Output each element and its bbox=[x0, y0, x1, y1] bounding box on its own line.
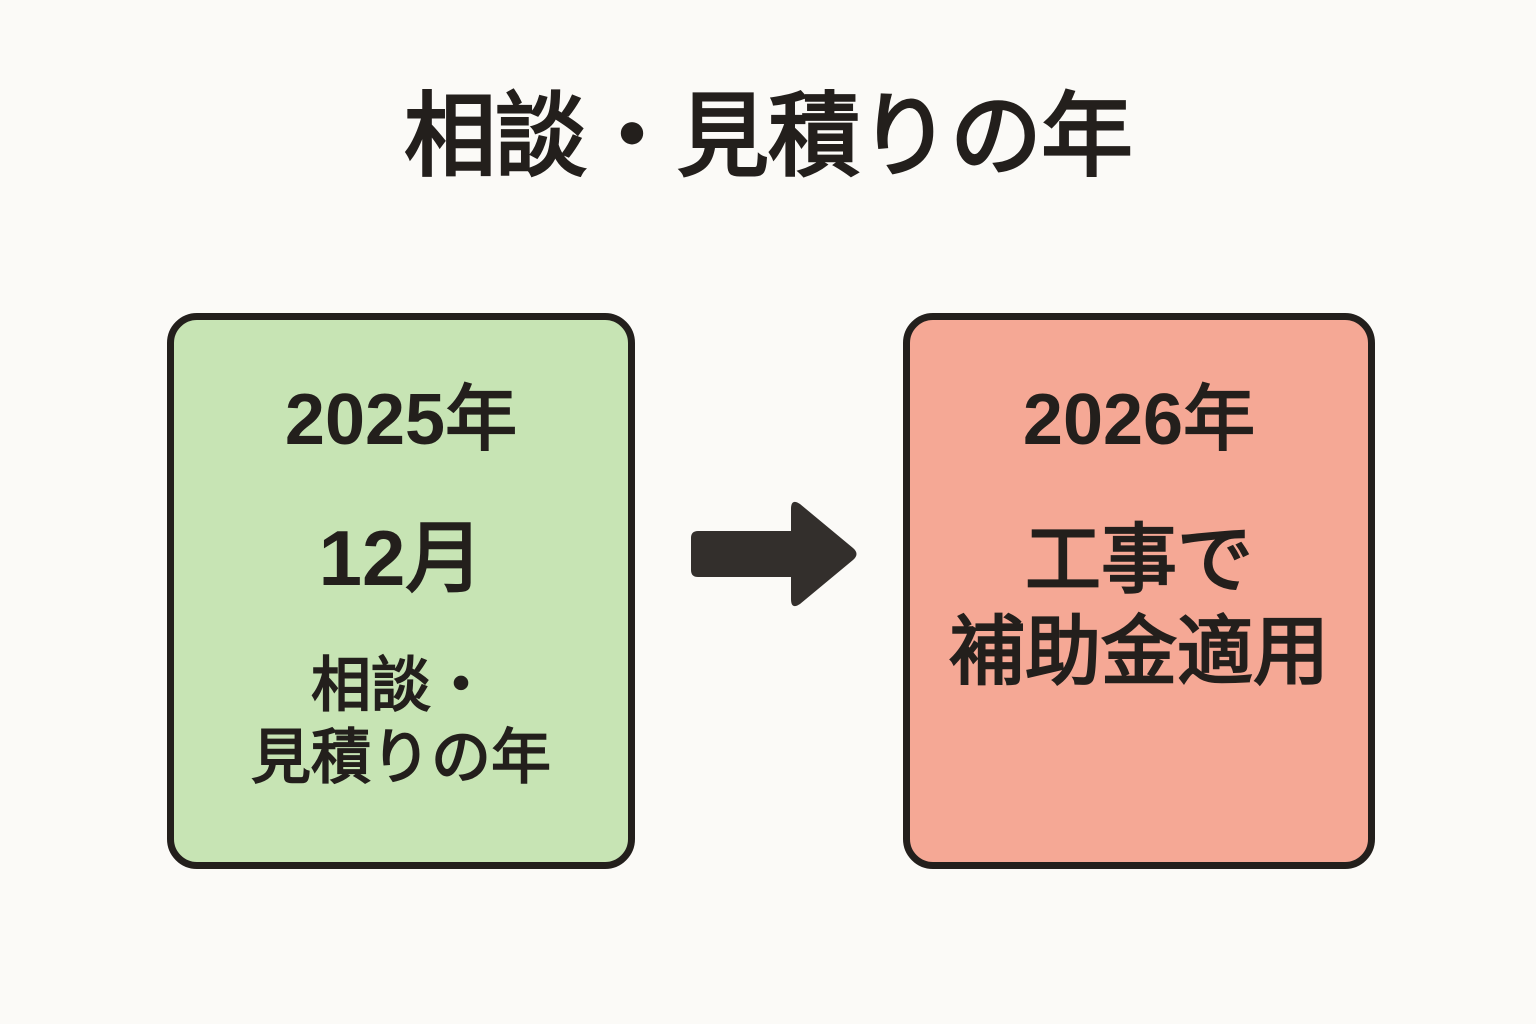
step-2025-year: 2025年 bbox=[284, 380, 518, 460]
flow-step-card-2025: 2025年 12月 相談・ 見積りの年 bbox=[167, 313, 635, 869]
page-title: 相談・見積りの年 bbox=[403, 86, 1133, 188]
flow-step-card-2026: 2026年 工事で 補助金適用 bbox=[903, 313, 1375, 869]
step-2025-note-line1: 相談・ bbox=[311, 652, 491, 719]
step-2025-note-line2: 見積りの年 bbox=[251, 724, 551, 791]
step-2026-note: 工事で 補助金適用 bbox=[910, 515, 1368, 699]
step-2026-year: 2026年 bbox=[1022, 380, 1256, 460]
step-2025-note: 相談・ 見積りの年 bbox=[174, 650, 628, 794]
arrow-right-icon bbox=[681, 496, 861, 612]
step-2026-note-line2: 補助金適用 bbox=[949, 610, 1329, 695]
step-2025-month: 12月 bbox=[318, 514, 484, 602]
step-2026-note-line1: 工事で bbox=[1025, 518, 1253, 603]
